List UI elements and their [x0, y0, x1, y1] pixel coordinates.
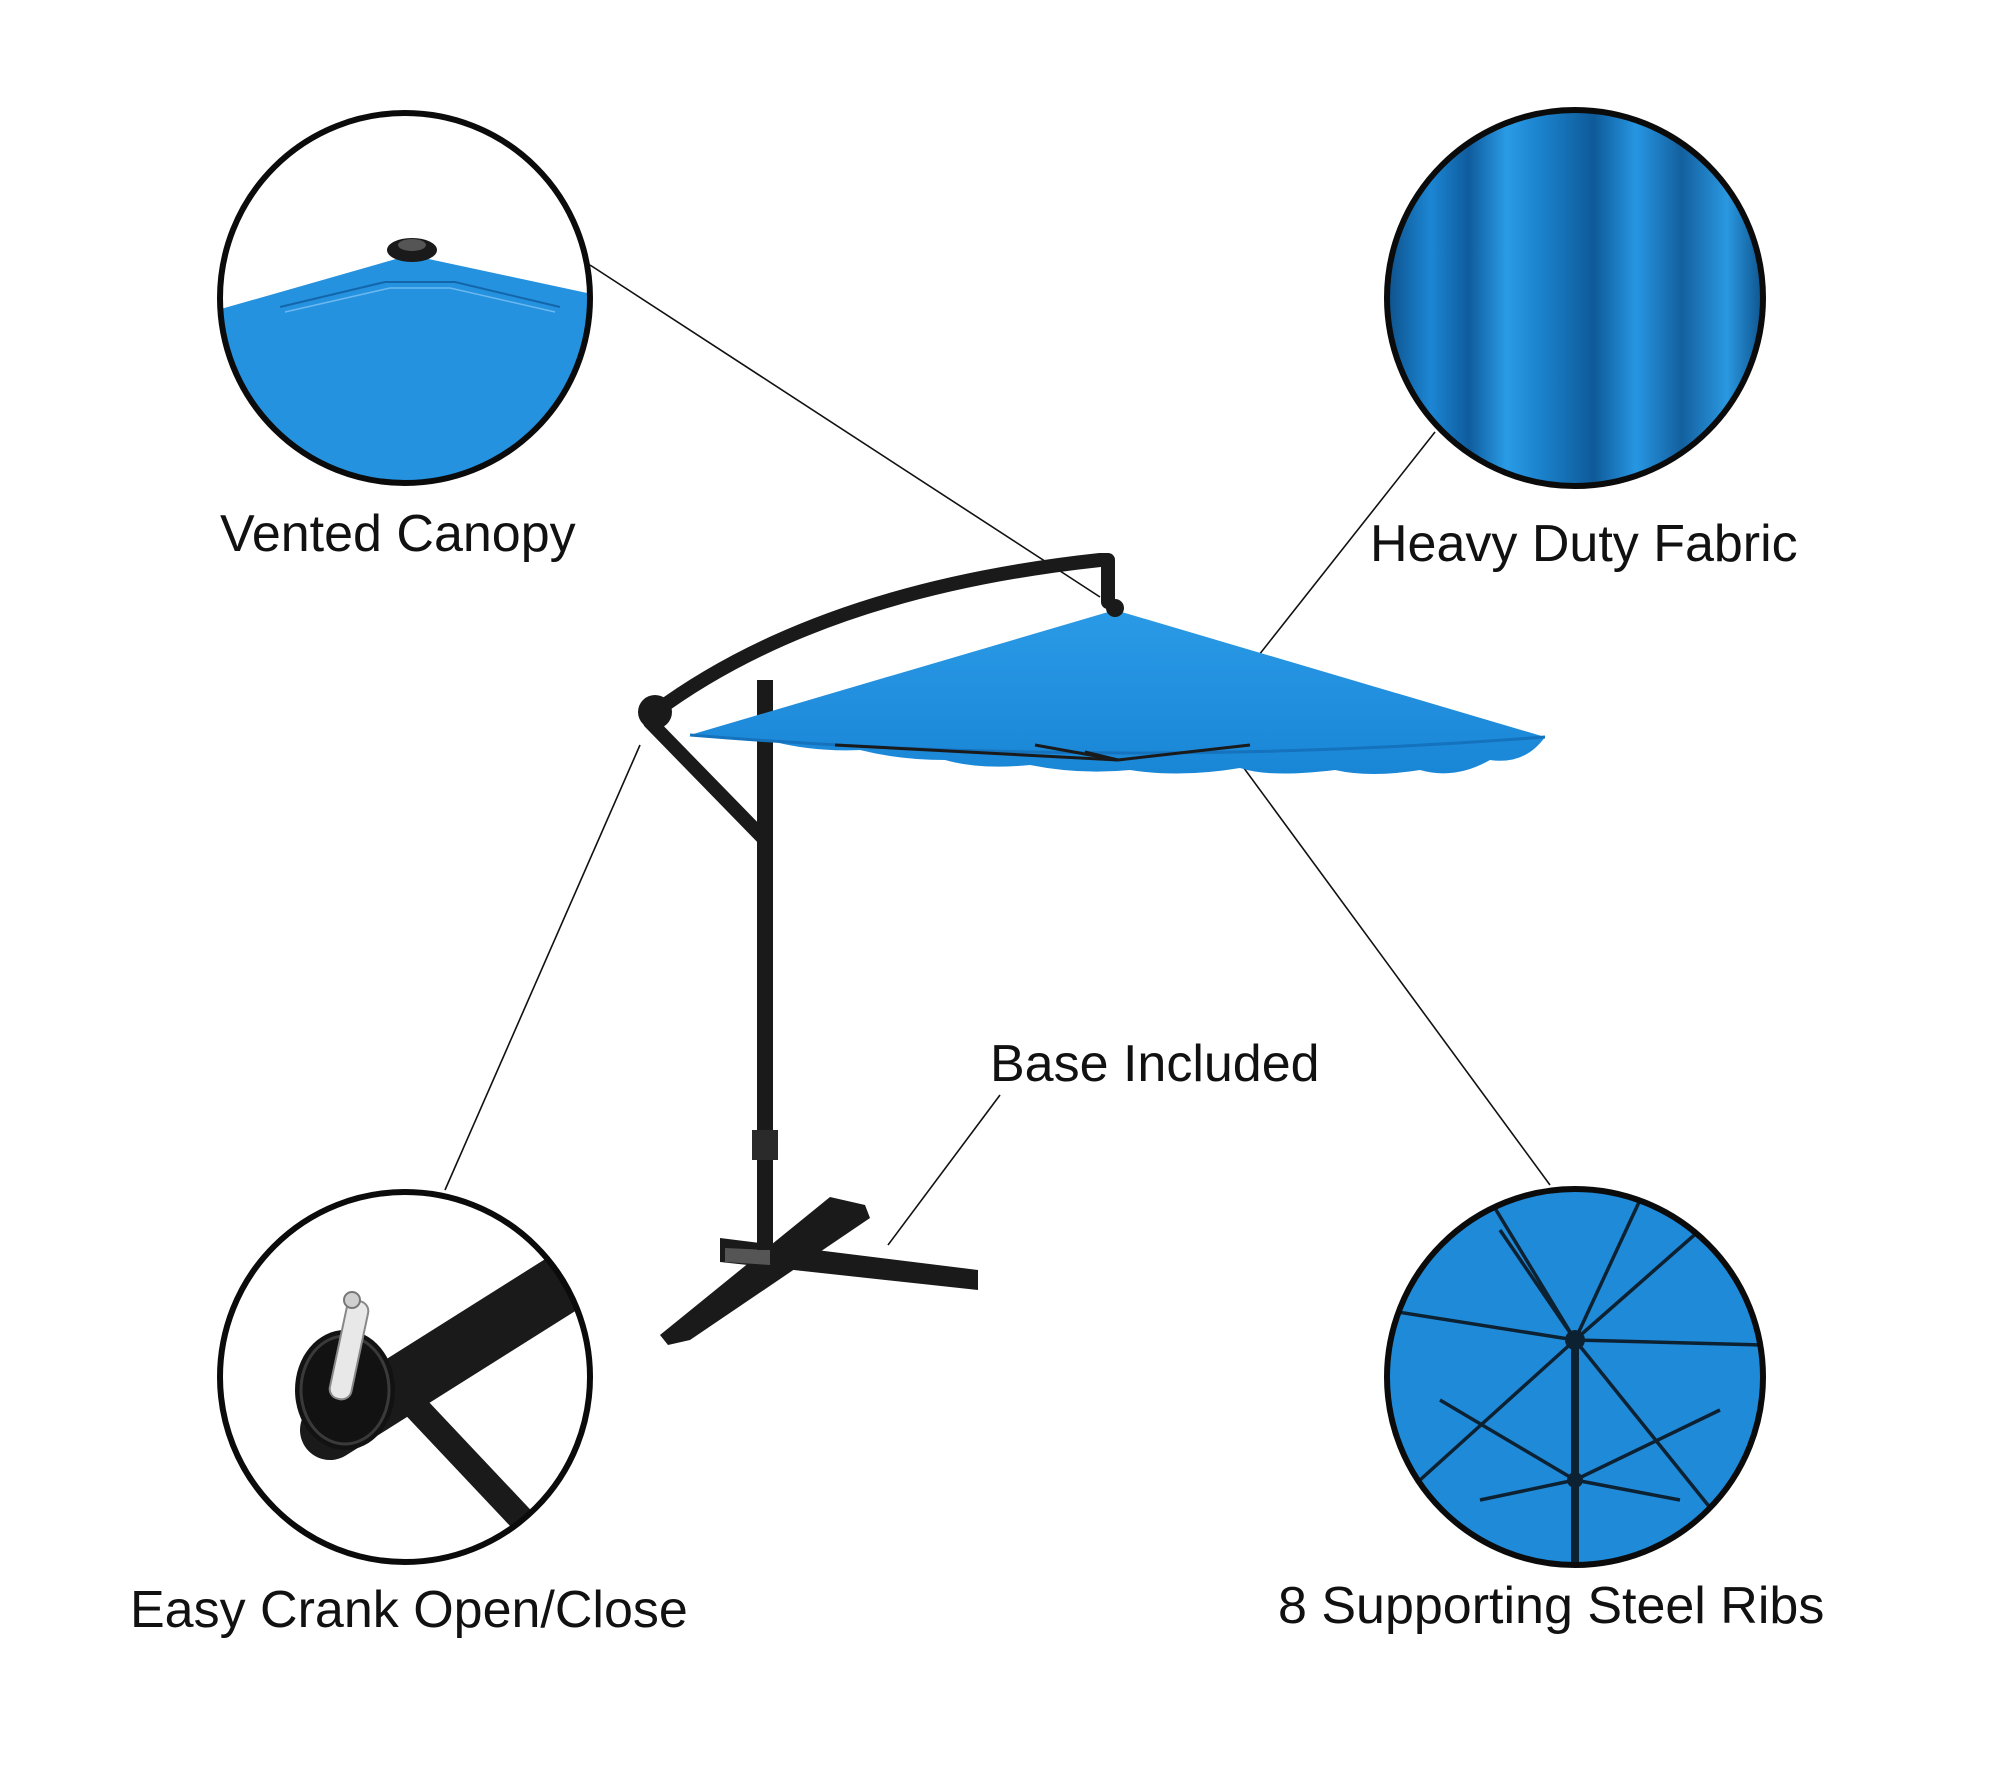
umbrella-product-image	[638, 553, 1546, 1345]
umbrella-canopy	[690, 610, 1545, 774]
label-vented-canopy: Vented Canopy	[220, 505, 576, 563]
cross-base	[660, 1197, 978, 1345]
canopy-ribs	[834, 743, 1251, 762]
support-arm	[643, 715, 772, 847]
steel-ribs-icon	[1387, 1199, 1763, 1565]
cantilever-arm	[648, 553, 1115, 719]
leader-lines	[444, 264, 1551, 1246]
leader-line-heavy-duty-fabric	[1254, 431, 1436, 661]
leader-line-base-included	[887, 1094, 1001, 1246]
inset-vented-canopy	[217, 110, 593, 486]
inset-easy-crank	[217, 1189, 593, 1565]
label-base-included: Base Included	[990, 1035, 1320, 1093]
leader-line-easy-crank	[444, 744, 641, 1191]
umbrella-pole	[757, 680, 773, 1250]
label-steel-ribs: 8 Supporting Steel Ribs	[1278, 1577, 1825, 1635]
label-heavy-duty-fabric: Heavy Duty Fabric	[1370, 515, 1798, 573]
leader-line-vented-canopy	[589, 264, 1101, 598]
inset-steel-ribs	[1384, 1186, 1766, 1568]
leader-line-steel-ribs	[1237, 759, 1551, 1186]
label-easy-crank: Easy Crank Open/Close	[130, 1581, 688, 1639]
inset-heavy-duty-fabric	[1384, 107, 1766, 489]
